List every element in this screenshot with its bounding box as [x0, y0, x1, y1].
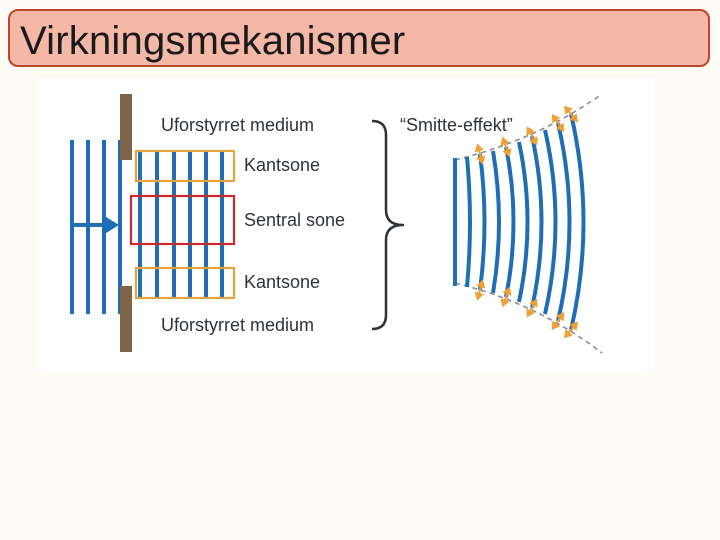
label-undisturbed-top: Uforstyrret medium: [161, 115, 314, 135]
label-central-zone: Sentral sone: [244, 210, 345, 230]
spillover-arrow-icon: [551, 312, 565, 330]
spreading-wave-line: [556, 122, 572, 322]
label-spillover-effect: “Smitte-effekt”: [400, 115, 513, 135]
spreading-wave-line: [491, 150, 501, 294]
barrier-wall-top: [120, 94, 132, 160]
central-zone-box: [129, 194, 236, 246]
spreading-wave-line: [517, 141, 530, 303]
spillover-arrows: [474, 105, 579, 339]
transmitted-waves: [138, 150, 224, 298]
propagation-arrow: [71, 215, 119, 235]
edge-zone-bottom-box: [134, 266, 236, 300]
spillover-arrow-icon: [500, 136, 512, 158]
diagram-panel: Uforstyrret medium Kantsone Sentral sone…: [37, 78, 654, 372]
label-edge-zone-bottom: Kantsone: [244, 272, 320, 292]
spread-boundary-bottom: [454, 282, 603, 354]
spillover-arrow-icon: [563, 321, 579, 339]
spreading-wave-line: [530, 135, 544, 309]
edge-zone-top-box: [134, 149, 236, 183]
slide-title: Virkningsmekanismer: [20, 19, 406, 63]
spillover-arrow-icon: [526, 298, 538, 318]
label-undisturbed-bottom: Uforstyrret medium: [161, 315, 314, 335]
curly-brace: [371, 119, 405, 331]
title-bar: Virkningsmekanismer: [8, 9, 710, 67]
spreading-wave-line: [465, 156, 472, 288]
spillover-arrow-icon: [500, 286, 512, 308]
label-edge-zone-top: Kantsone: [244, 155, 320, 175]
barrier-wall-bottom: [120, 286, 132, 352]
spillover-arrow-icon: [526, 126, 538, 146]
spreading-wave-line: [569, 113, 586, 331]
spreading-wave-line: [478, 153, 487, 291]
spreading-wave-line: [504, 146, 516, 298]
spillover-arrow-icon: [474, 143, 486, 165]
spillover-arrow-icon: [551, 114, 565, 132]
spread-boundary-top: [454, 93, 603, 161]
spreading-wave-line: [543, 129, 558, 315]
mechanism-diagram: Uforstyrret medium Kantsone Sentral sone…: [70, 93, 603, 354]
spillover-arrow-icon: [474, 279, 486, 301]
spillover-arrow-icon: [563, 105, 579, 123]
spreading-waves: [453, 113, 586, 331]
